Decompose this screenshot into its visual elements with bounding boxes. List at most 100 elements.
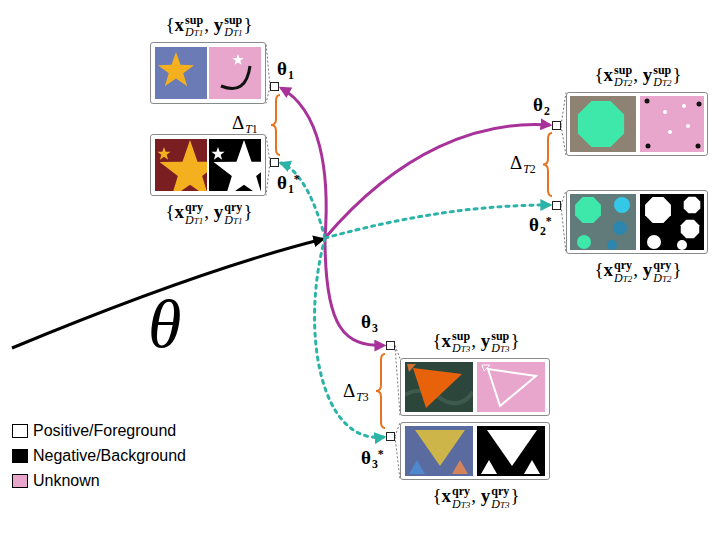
illustration-part <box>697 102 702 107</box>
index-stack: qryDT3 <box>452 485 470 510</box>
parameter-label: θ2 <box>533 95 550 114</box>
illustration-part <box>647 235 661 249</box>
superscript: qry <box>452 485 470 498</box>
index-stack: qryDT3 <box>491 485 509 510</box>
superscript: qry <box>653 259 671 272</box>
sub-subscript: T1 <box>233 216 243 226</box>
illustration-part <box>209 139 261 191</box>
subscript: DT1 <box>224 214 242 227</box>
subscript: 1 <box>288 183 294 196</box>
superscript: * <box>294 173 300 186</box>
set-label: {xqryDT1, yqryDT1} <box>165 201 252 226</box>
index-stack: supDT1 <box>224 14 242 39</box>
illustration-part <box>570 194 636 250</box>
vector-symbol: y <box>481 330 491 351</box>
superscript: sup <box>185 14 203 27</box>
legend-text: Negative/Background <box>33 448 186 464</box>
superscript: sup <box>491 330 509 343</box>
illustration-part <box>405 426 473 476</box>
illustration-part <box>681 220 699 238</box>
illustration-part <box>211 147 224 160</box>
symbol-base: Δ <box>510 152 522 173</box>
illustration-part <box>409 460 425 474</box>
symbol-base: θ <box>277 172 287 193</box>
illustration-part <box>477 426 545 476</box>
illustration-part <box>232 54 243 65</box>
task2-query-images <box>570 194 704 250</box>
subscript: T1 <box>245 123 257 136</box>
illustration-part <box>577 235 591 249</box>
subscript: 2 <box>540 225 546 238</box>
delta-label: ΔT2 <box>510 153 536 172</box>
set-label: {xsupDT1, ysupDT1} <box>165 14 252 39</box>
symbol-base: θ <box>361 447 371 468</box>
subscript: 1 <box>288 69 294 82</box>
sub-subscript: T3 <box>500 500 510 510</box>
parameter-label: θ3 <box>361 312 378 331</box>
parameter-point: θ1* <box>270 158 279 167</box>
subscript: DT1 <box>185 214 203 227</box>
subscript: DT2 <box>614 272 632 285</box>
vector-symbol: y <box>214 14 224 35</box>
image-pair-box: {xqryDT1, yqryDT1} <box>150 134 266 196</box>
legend-text: Unknown <box>33 473 100 489</box>
parameter-point: θ2* <box>552 201 561 210</box>
illustration-part <box>413 368 462 408</box>
parameter-point: θ1 <box>270 82 279 91</box>
illustration-part <box>524 460 540 474</box>
task2-support-images <box>570 96 704 152</box>
illustration-part <box>663 110 667 114</box>
superscript: sup <box>614 64 632 77</box>
parameter-symbol: θ <box>148 290 181 358</box>
parameter-label: θ1* <box>277 173 300 192</box>
superscript: qry <box>614 259 632 272</box>
subscript: DT1 <box>185 26 203 39</box>
superscript: qry <box>185 201 203 214</box>
image-pair-box: {xsupDT2, ysupDT2} <box>566 92 708 156</box>
subscript: DT2 <box>653 272 671 285</box>
illustration-part <box>155 47 207 99</box>
illustration-part <box>543 133 552 196</box>
leader-line <box>266 163 270 196</box>
index-stack: supDT3 <box>491 330 509 355</box>
illustration-part <box>325 238 384 346</box>
symbol-base: θ <box>533 94 543 115</box>
index-stack: supDT3 <box>452 330 470 355</box>
illustration-part <box>325 205 550 238</box>
index-stack: qryDT1 <box>224 201 242 226</box>
illustration-part <box>481 460 497 474</box>
leader-line <box>395 346 400 359</box>
adaptation-arrows <box>12 88 550 437</box>
superscript: * <box>546 215 552 228</box>
illustration-part <box>271 95 280 155</box>
illustration-part <box>488 369 536 406</box>
illustration-part <box>640 194 704 250</box>
sub-subscript: T2 <box>662 78 672 88</box>
illustration-part <box>686 124 690 128</box>
subscript-letter: T <box>245 123 252 136</box>
illustration-part <box>281 88 326 238</box>
set-label: {xqryDT3, yqryDT3} <box>432 485 519 510</box>
illustration-part <box>646 144 651 149</box>
image-pair-box: {xqryDT2, yqryDT2} <box>566 190 708 254</box>
illustration-part <box>281 163 325 238</box>
legend-swatch <box>12 449 28 463</box>
vector-symbol: x <box>604 64 614 85</box>
subscript: T2 <box>523 163 535 176</box>
sub-subscript: T2 <box>623 78 633 88</box>
illustration-part <box>575 197 601 223</box>
illustration-part <box>570 96 636 152</box>
illustration-part <box>214 140 261 191</box>
superscript: qry <box>491 485 509 498</box>
task3-support-images <box>405 362 545 412</box>
illustration-part <box>477 426 545 476</box>
subscript: 3 <box>372 458 378 471</box>
vector-symbol: x <box>442 485 452 506</box>
vector-symbol: y <box>214 201 224 222</box>
illustration-part <box>407 364 416 372</box>
subscript: 2 <box>544 105 550 118</box>
vector-symbol: x <box>604 259 614 280</box>
task3-query-images <box>405 426 545 476</box>
set-label: {xsupDT2, ysupDT2} <box>594 64 681 89</box>
image-pair-box: {xqryDT3, yqryDT3} <box>400 422 550 480</box>
